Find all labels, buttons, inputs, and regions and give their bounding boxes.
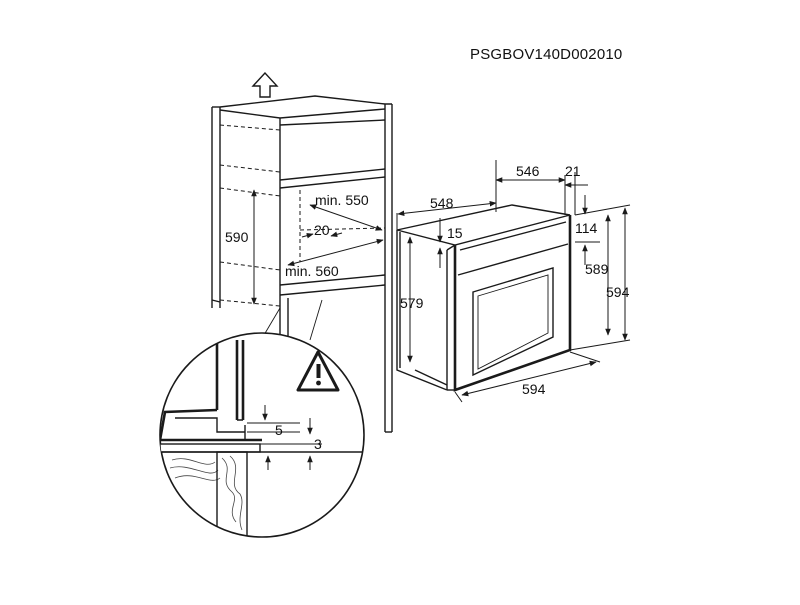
warning-icon <box>296 350 340 392</box>
body-height-label: 579 <box>400 295 424 311</box>
detail-gap-upper-label: 5 <box>275 422 283 438</box>
min-depth-label: min. 550 <box>315 192 369 208</box>
up-arrow-icon <box>251 71 279 98</box>
door-thickness-label: 21 <box>565 163 581 179</box>
gap-label: 20 <box>314 222 330 238</box>
width-label: 594 <box>522 381 546 397</box>
total-height-label: 594 <box>606 284 630 300</box>
depth-body-label: 546 <box>516 163 540 179</box>
panel-height-label: 114 <box>575 220 598 236</box>
height-label: 590 <box>225 229 249 245</box>
inner-height-label: 589 <box>585 261 609 277</box>
min-width-label: min. 560 <box>285 263 339 279</box>
detail-gap-lower-label: 3 <box>314 436 322 452</box>
depth-total-label: 548 <box>430 195 454 211</box>
top-offset-label: 15 <box>447 225 463 241</box>
oven: 548 546 21 15 579 114 589 594 <box>396 160 631 403</box>
cabinet: min. 550 590 20 min. 560 <box>211 71 393 433</box>
detail-circle: 5 3 <box>159 332 365 538</box>
model-code: PSGBOV140D002010 <box>470 46 623 63</box>
